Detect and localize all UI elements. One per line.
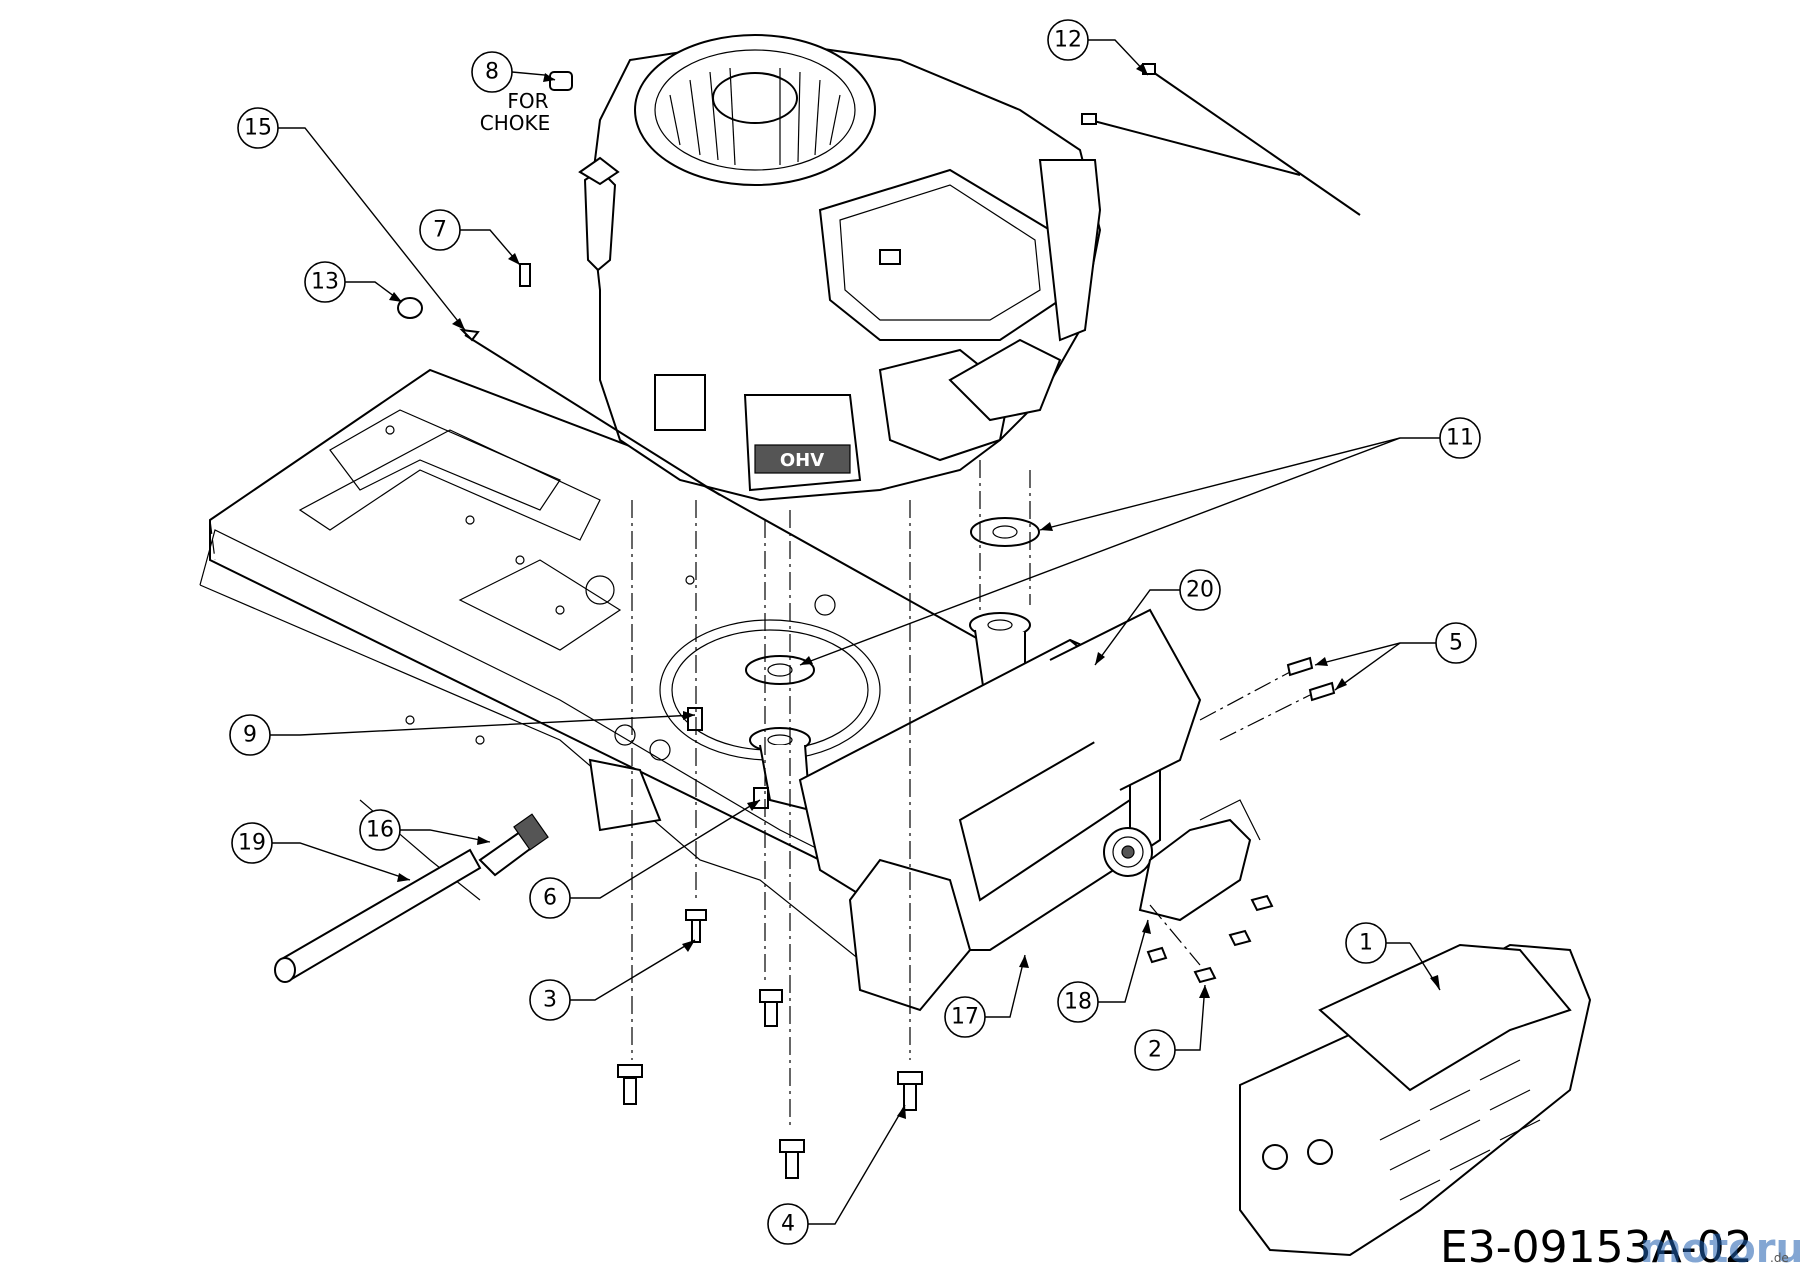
callout-12: 12 (1047, 19, 1149, 76)
svg-text:OHV: OHV (780, 450, 824, 471)
svg-text:5: 5 (1449, 631, 1463, 656)
svg-text:CHOKE: CHOKE (480, 111, 551, 135)
svg-text:2: 2 (1148, 1038, 1162, 1063)
screws-2 (1146, 894, 1274, 984)
engine: OHV (578, 34, 1102, 502)
heat-shield (1239, 943, 1592, 1257)
callout-18: 18 (1057, 919, 1151, 1023)
svg-text:12: 12 (1054, 28, 1082, 53)
svg-text:20: 20 (1186, 578, 1214, 603)
svg-text:FOR: FOR (507, 89, 548, 113)
pin-7 (519, 263, 531, 287)
callout-4: 4 (767, 1104, 906, 1245)
screws-5 (1286, 656, 1336, 702)
svg-text:4: 4 (781, 1212, 795, 1237)
callout-7: 7 (419, 209, 521, 266)
svg-text:3: 3 (543, 988, 557, 1013)
callout-16: 16 (359, 809, 491, 851)
drawing-number: E3-09153A-02 (1440, 1222, 1753, 1272)
svg-text:16: 16 (366, 818, 394, 843)
svg-text:6: 6 (543, 886, 557, 911)
choke-clip (549, 71, 573, 91)
svg-text:9: 9 (243, 723, 257, 748)
callout-13: 13 (304, 261, 403, 303)
assembly-lines (631, 460, 1311, 1130)
svg-text:17: 17 (951, 1005, 979, 1030)
callout-9: 9 (229, 711, 696, 756)
callout-17: 17 (944, 954, 1029, 1038)
svg-text:11: 11 (1446, 426, 1474, 451)
watermark-suffix: .de (1770, 1251, 1789, 1265)
callout-6: 6 (529, 799, 761, 919)
callout-8: 8 (471, 51, 556, 93)
choke-rod (459, 328, 721, 496)
choke-note: FOR CHOKE (480, 89, 551, 135)
callout-1: 1 (1345, 922, 1441, 991)
watermark: motoruf (1640, 1226, 1800, 1272)
svg-text:18: 18 (1064, 990, 1092, 1015)
svg-text:1: 1 (1359, 931, 1373, 956)
fuel-hose-19 (274, 848, 482, 983)
bolts-4 (617, 989, 923, 1179)
clip-13 (397, 297, 423, 319)
callout-20: 20 (1094, 569, 1221, 666)
ohv-badge: OHV (754, 444, 851, 474)
svg-text:19: 19 (238, 831, 266, 856)
bolt-3 (685, 909, 707, 943)
exhaust-gasket-lower (745, 655, 815, 685)
callout-2: 2 (1134, 984, 1210, 1071)
callout-5: 5 (1314, 622, 1477, 691)
callout-3: 3 (529, 939, 696, 1021)
svg-text:13: 13 (311, 270, 339, 295)
muffler-deflector (1138, 799, 1261, 922)
exhaust-gasket-upper (970, 517, 1040, 547)
svg-text:8: 8 (485, 60, 499, 85)
callout-19: 19 (231, 822, 411, 882)
fitting-16 (478, 813, 549, 877)
stud-9 (687, 707, 703, 731)
svg-text:15: 15 (244, 116, 272, 141)
callout-11: 11 (799, 417, 1481, 666)
svg-text:7: 7 (433, 218, 447, 243)
callout-15: 15 (237, 107, 466, 331)
cable-ties (1081, 63, 1361, 216)
spark-arrestor-screen (1103, 827, 1153, 877)
